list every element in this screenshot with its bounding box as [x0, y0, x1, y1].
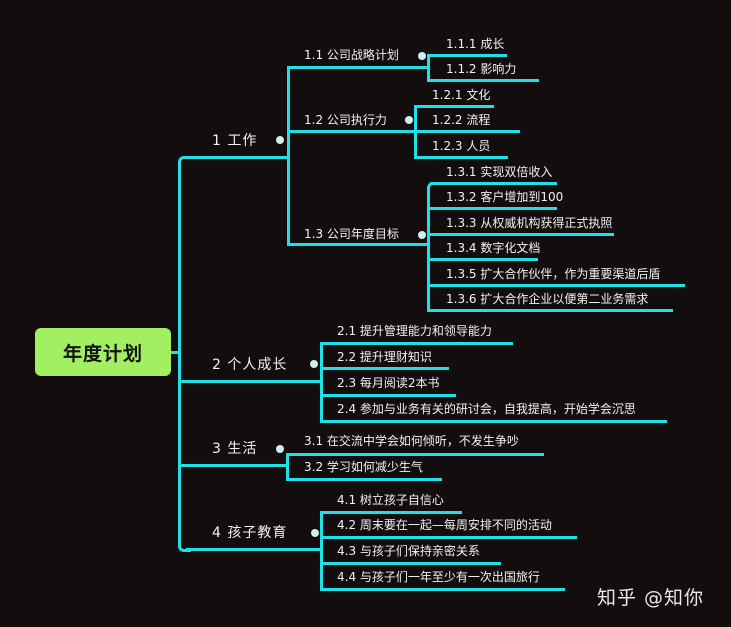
node-1-3-subtrunk: [427, 187, 430, 309]
node-1-2-2-label[interactable]: 1.2.2 流程: [432, 113, 491, 127]
node-1-3-2-underline: [427, 207, 557, 210]
node-1-2-3-label[interactable]: 1.2.3 人员: [432, 139, 491, 153]
node-1-1-underline: [287, 66, 429, 69]
node-1-2-collapse-icon[interactable]: [405, 116, 413, 124]
root-node[interactable]: 年度计划: [35, 328, 171, 376]
node-1-1-1-underline: [427, 54, 507, 57]
branch-3-subtrunk: [286, 453, 289, 478]
node-2-4-label[interactable]: 2.4 参加与业务有关的研讨会，自我提高，开始学会沉思: [337, 402, 636, 416]
node-1-3-1-underline: [430, 182, 557, 185]
branch-4-collapse-icon[interactable]: [311, 529, 319, 537]
branch-4-label[interactable]: 4 孩子教育: [212, 525, 288, 541]
node-4-2-underline: [320, 536, 577, 539]
node-1-2-underline: [287, 130, 417, 133]
branch-1-subtrunk: [287, 66, 290, 244]
node-2-4-underline: [320, 420, 667, 423]
node-1-3-5-label[interactable]: 1.3.5 扩大合作伙伴，作为重要渠道后盾: [446, 267, 661, 281]
node-1-3-5-underline: [427, 284, 685, 287]
branch-2-label[interactable]: 2 个人成长: [212, 357, 288, 373]
node-1-2-label[interactable]: 1.2 公司执行力: [304, 113, 387, 127]
node-1-1-1-label[interactable]: 1.1.1 成长: [446, 37, 505, 51]
node-2-2-label[interactable]: 2.2 提升理财知识: [337, 350, 432, 364]
node-4-1-label[interactable]: 4.1 树立孩子自信心: [337, 493, 444, 507]
node-4-4-underline: [320, 588, 565, 591]
node-1-2-1-underline: [414, 105, 494, 108]
node-3-1-underline: [286, 453, 544, 456]
node-2-2-underline: [320, 367, 449, 370]
node-3-1-label[interactable]: 3.1 在交流中学会如何倾听，不发生争吵: [304, 434, 519, 448]
branch-3-collapse-icon[interactable]: [276, 445, 284, 453]
node-1-3-3-underline: [427, 233, 614, 236]
node-2-1-label[interactable]: 2.1 提升管理能力和领导能力: [337, 324, 492, 338]
node-1-3-2-label[interactable]: 1.3.2 客户增加到100: [446, 190, 564, 204]
node-1-1-2-label[interactable]: 1.1.2 影响力: [446, 62, 517, 76]
root-label: 年度计划: [62, 342, 143, 365]
node-1-3-6-underline: [427, 309, 673, 312]
node-1-2-3-underline: [414, 156, 508, 159]
branch-1-underline: [186, 156, 290, 159]
node-1-2-2-underline: [414, 130, 520, 133]
branch-2-subtrunk: [320, 342, 323, 422]
node-2-3-underline: [320, 394, 456, 397]
branch-2-underline: [181, 380, 323, 383]
node-1-3-1-label[interactable]: 1.3.1 实现双倍收入: [446, 165, 553, 179]
branch-1-collapse-icon[interactable]: [276, 136, 284, 144]
node-3-2-label[interactable]: 3.2 学习如何减少生气: [304, 460, 423, 474]
node-1-3-6-label[interactable]: 1.3.6 扩大合作企业以便第二业务需求: [446, 292, 649, 306]
trunk-corner-top: [178, 156, 191, 169]
node-1-3-collapse-icon[interactable]: [418, 231, 426, 239]
node-1-1-subtrunk: [427, 54, 430, 81]
branch-3-underline: [181, 464, 289, 467]
branch-3-label[interactable]: 3 生活: [212, 441, 258, 457]
watermark: 知乎 @知你: [597, 587, 705, 609]
node-1-1-collapse-icon[interactable]: [418, 52, 426, 60]
node-3-2-underline: [286, 478, 442, 481]
node-4-2-label[interactable]: 4.2 周末要在一起—每周安排不同的活动: [337, 518, 552, 532]
node-4-4-label[interactable]: 4.4 与孩子们一年至少有一次出国旅行: [337, 570, 540, 584]
branch-4-subtrunk: [320, 511, 323, 591]
node-1-3-label[interactable]: 1.3 公司年度目标: [304, 227, 399, 241]
node-1-1-label[interactable]: 1.1 公司战略计划: [304, 48, 399, 62]
node-4-1-underline: [320, 511, 462, 514]
node-1-3-4-underline: [427, 258, 538, 261]
node-1-1-2-underline: [427, 79, 539, 82]
node-1-3-3-label[interactable]: 1.3.3 从权威机构获得正式执照: [446, 216, 613, 230]
root-connector: [171, 351, 181, 354]
node-1-3-4-label[interactable]: 1.3.4 数字化文档: [446, 241, 541, 255]
node-2-1-underline: [320, 342, 513, 345]
branch-1-label[interactable]: 1 工作: [212, 133, 258, 149]
branch-2-collapse-icon[interactable]: [310, 360, 318, 368]
node-1-2-1-label[interactable]: 1.2.1 文化: [432, 88, 491, 102]
trunk-corner-bottom: [178, 539, 191, 552]
node-4-3-label[interactable]: 4.3 与孩子们保持亲密关系: [337, 544, 480, 558]
branch-4-underline: [186, 548, 323, 551]
node-4-3-underline: [320, 562, 501, 565]
node-1-3-underline: [287, 243, 430, 246]
trunk-line: [178, 164, 181, 540]
node-2-3-label[interactable]: 2.3 每月阅读2本书: [337, 376, 440, 390]
